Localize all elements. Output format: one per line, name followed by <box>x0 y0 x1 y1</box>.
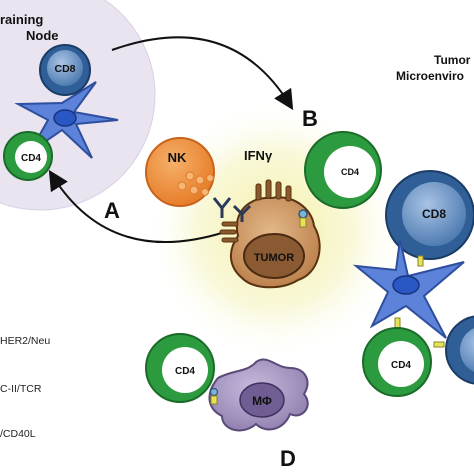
cd8-label-node: CD8 <box>54 63 75 75</box>
lymph-node-title-line1: raining <box>0 12 43 27</box>
legend-item-3: /CD40L <box>0 428 36 440</box>
tumor-label: TUMOR <box>254 252 294 264</box>
legend-item-2: C-II/TCR <box>0 383 42 395</box>
cd4-nucleus-node <box>15 141 47 173</box>
macrophage-nucleus <box>239 382 285 418</box>
receptor-glyphs <box>298 209 308 228</box>
arrow-a <box>48 169 226 244</box>
arrow-b <box>111 36 294 111</box>
dendritic-nucleus-right <box>392 275 420 295</box>
cd4-label-tumor: CD4 <box>341 167 359 177</box>
nk-label: NK <box>168 150 187 165</box>
macrophage-label: MΦ <box>252 394 272 408</box>
antibody-glyphs <box>212 197 252 222</box>
cd4-label-right: CD4 <box>391 360 411 371</box>
cd4-label-bottom: CD4 <box>175 366 195 377</box>
synapse-glyphs-right <box>394 255 445 348</box>
tumor-protrusions <box>219 179 292 243</box>
tumor-env-title-line1: Tumor <box>434 53 471 67</box>
arrow-label-a: A <box>104 198 120 223</box>
tumor-nucleus <box>243 233 305 279</box>
lymph-node-title-line2: Node <box>26 28 59 43</box>
cd4-label-node: CD4 <box>21 153 41 164</box>
cd8-nucleus-edge <box>460 328 474 372</box>
nk-granules <box>177 171 214 196</box>
cd8-label-right: CD8 <box>422 207 446 221</box>
cd8-nucleus-right <box>402 182 466 246</box>
tumor-env-title-line2: Microenviro <box>396 69 464 83</box>
cd4-nucleus-right <box>378 341 424 387</box>
cd40-glyph <box>209 387 219 405</box>
arrow-label-d: D <box>280 446 296 471</box>
legend-item-1: HER2/Neu <box>0 335 50 347</box>
cd4-nucleus-bottom <box>162 347 208 393</box>
dendritic-nucleus-node <box>53 109 77 127</box>
ifn-gamma-label: IFNγ <box>244 148 273 163</box>
cd8-nucleus-node <box>47 50 83 86</box>
cd4-nucleus-tumor <box>324 146 376 198</box>
arrow-label-b: B <box>302 106 318 131</box>
